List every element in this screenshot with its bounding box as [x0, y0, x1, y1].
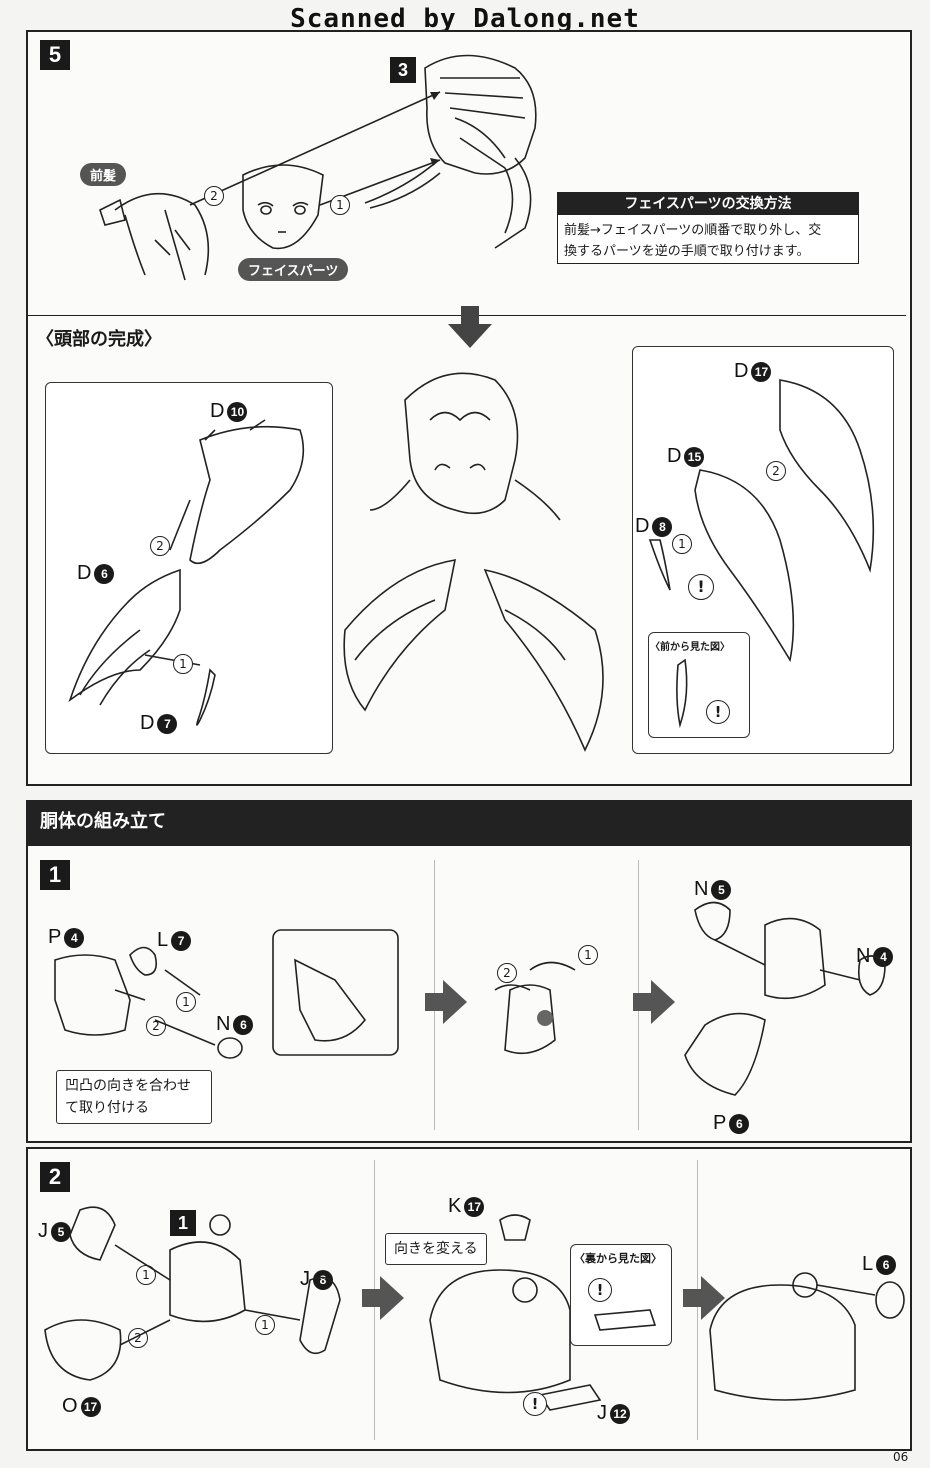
- rotate-callout-1: 1: [578, 945, 598, 965]
- completed-head-illustration: [343, 372, 604, 752]
- face-parts-label: フェイスパーツ: [238, 258, 349, 281]
- step2-torso-final-illustration: [709, 1272, 905, 1401]
- head-assembly-illustration: [364, 54, 537, 249]
- front-view-illustration: [676, 658, 688, 729]
- front-view-label: 〈前から見た図〉: [650, 642, 730, 653]
- torso-step1-number: 1: [40, 860, 70, 890]
- right-arrow-icon: [633, 980, 675, 1024]
- torso-section-title: 胴体の組み立て: [26, 800, 912, 844]
- front-view-box: [648, 632, 750, 738]
- step5-number: 5: [40, 40, 70, 70]
- step1-callout-2: 2: [146, 1016, 166, 1036]
- step5-ref-step: 3: [390, 57, 416, 83]
- alignment-note: 凹凸の向きを合わせ て取り付ける: [56, 1070, 212, 1124]
- right-callout-2: 2: [766, 461, 786, 481]
- turn-around-note: 向きを変える: [385, 1233, 487, 1265]
- right-hair-illustration: [648, 379, 875, 663]
- face-swap-note-line2: 換するパーツを逆の手順で取り付けます。: [564, 244, 810, 259]
- alignment-note-line2: て取り付ける: [65, 1100, 149, 1116]
- right-arrow-icon: [683, 1276, 725, 1320]
- page-number: 06: [893, 1450, 909, 1464]
- scan-credit: Scanned by Dalong.net: [290, 4, 640, 36]
- right-callout-1: 1: [672, 534, 692, 554]
- bangs-illustration: [99, 192, 210, 281]
- step5-callout-1: 1: [330, 195, 350, 215]
- back-view-warning-icon: !: [588, 1278, 612, 1302]
- step1-torso-parts-illustration: [54, 929, 399, 1059]
- step2-parts-illustration: [44, 1206, 341, 1381]
- face-swap-note-line1: 前髪→フェイスパーツの順番で取り外し、交: [564, 223, 822, 238]
- down-arrow-icon: [448, 306, 492, 348]
- rotate-callout-2: 2: [497, 963, 517, 983]
- step1-callout-1: 1: [176, 992, 196, 1012]
- right-arrow-icon: [425, 980, 467, 1024]
- warning-icon: !: [688, 574, 714, 600]
- face-swap-note-title: フェイスパーツの交換方法: [558, 193, 858, 215]
- back-view-illustration: [593, 1309, 657, 1331]
- step5-callout-2: 2: [204, 186, 224, 206]
- step2-ref-step: 1: [170, 1210, 196, 1236]
- step2-warning-icon: !: [523, 1392, 547, 1416]
- step1-torso-assembly-illustration: [684, 901, 886, 1096]
- left-callout-2: 2: [150, 536, 170, 556]
- bangs-label: 前髪: [80, 163, 127, 186]
- front-view-warning-icon: !: [706, 700, 730, 724]
- step2-callout-1b: 1: [255, 1315, 275, 1335]
- torso-step2-number: 2: [40, 1162, 70, 1192]
- face-swap-note: フェイスパーツの交換方法 前髪→フェイスパーツの順番で取り外し、交 換するパーツ…: [557, 192, 859, 264]
- face-part-illustration: [242, 164, 324, 250]
- step2-callout-1a: 1: [136, 1265, 156, 1285]
- left-hair-box: [45, 382, 333, 754]
- head-complete-title: 〈頭部の完成〉: [36, 329, 162, 350]
- step5-assembly-arrows: [189, 91, 441, 206]
- right-arrow-icon: [362, 1276, 404, 1320]
- alignment-note-line1: 凹凸の向きを合わせ: [65, 1078, 191, 1094]
- step1-rotate-illustration: [494, 961, 576, 1055]
- back-view-label: 〈裏から見た図〉: [574, 1252, 662, 1265]
- left-callout-1: 1: [173, 654, 193, 674]
- back-view-box: [570, 1244, 672, 1346]
